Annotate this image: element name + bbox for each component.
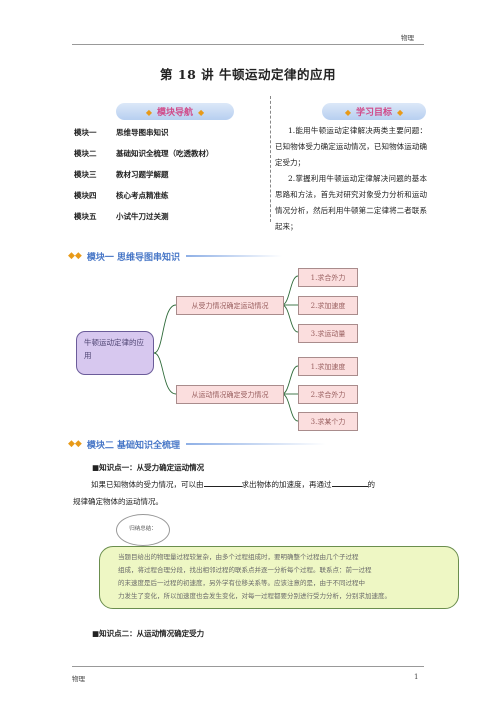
diamond-icon: ◆ <box>198 106 205 117</box>
page-title: 第 18 讲 牛顿运动定律的应用 <box>160 67 336 82</box>
learning-goal: 1.能用牛顿运动定律解决两类主要问题：已知物体受力确定运动情况，已知物体运动确定… <box>275 126 427 167</box>
footer-subject: 物理 <box>72 675 85 683</box>
mindmap-leaf: 2.求合外力 <box>298 385 358 404</box>
header-rule <box>72 44 424 45</box>
diamond-icon: ◆◆ <box>68 251 82 261</box>
section-mindmap-header: ◆◆ 模块一 思维导图串知识 <box>68 249 282 263</box>
learning-goal: 2.掌握利用牛顿运动定律解决问题的基本思路和方法，首先对研究对象受力分析和运动情… <box>275 174 427 231</box>
learning-goals-banner: ◆ 学习目标 ◆ <box>322 103 426 120</box>
page-number: 1 <box>414 673 419 681</box>
section-mindmap-title: 模块一 思维导图串知识 <box>86 252 180 263</box>
module-item: 模块一思维导图串知识 <box>74 128 169 137</box>
module-item: 模块四核心考点精准练 <box>74 191 169 200</box>
module-nav-title: 模块导航 <box>156 108 193 118</box>
header-subject: 物理 <box>401 34 414 42</box>
module-nav-banner: ◆ 模块导航 ◆ <box>116 103 234 120</box>
summary-line: 当题目给出的物理量过程较复杂，由多个过程组成时，要明确整个过程由几个子过程 <box>118 553 359 561</box>
footer-rule <box>72 666 424 667</box>
module-item: 模块五小试牛刀过关测 <box>74 212 169 221</box>
summary-box: 当题目给出的物理量过程较复杂，由多个过程组成时，要明确整个过程由几个子过程 组成… <box>99 546 459 609</box>
diamond-icon: ◆ <box>397 106 404 117</box>
mindmap-branch-motion-to-force: 从运动情况确定受力情况 <box>176 385 284 404</box>
mindmap-branch-force-to-motion: 从受力情况确定运动情况 <box>176 296 284 315</box>
diamond-icon: ◆ <box>145 106 152 117</box>
fill-blank <box>331 479 368 487</box>
summary-line: 的末速度是后一过程的初速度，另外学有位移关系等。应该注意的是，由于不同过程中 <box>118 579 365 587</box>
module-item: 模块三教材习题学解题 <box>74 170 169 179</box>
section-basics-title: 模块二 基础知识全梳理 <box>86 440 180 451</box>
connector-b1-3 <box>281 304 299 333</box>
diamond-icon: ◆◆ <box>68 439 82 449</box>
summary-bubble: 归纳总结： <box>116 514 170 546</box>
column-divider <box>270 96 271 222</box>
section-underline <box>185 255 282 257</box>
fill-blank <box>203 479 242 487</box>
connector-b1-1 <box>281 275 299 306</box>
knowledge-point-1-text-cont: 规律确定物体的运动情况。 <box>73 497 163 506</box>
knowledge-point-2-title: ■知识点二：从运动情况确定受力 <box>92 629 205 638</box>
knowledge-point-1-title: ■知识点一：从受力确定运动情况 <box>92 463 205 472</box>
diamond-icon: ◆ <box>344 106 351 117</box>
mindmap-connectors <box>153 275 299 422</box>
mindmap-leaf: 3.求某个力 <box>298 412 358 431</box>
learning-goals-title: 学习目标 <box>355 108 392 118</box>
mindmap-leaf: 1.求加速度 <box>298 357 358 376</box>
mindmap-leaf: 1.求合外力 <box>298 268 358 287</box>
connector-b2-3 <box>281 393 299 422</box>
mindmap-leaf: 3.求运动量 <box>298 324 358 343</box>
connector-branch2 <box>153 352 177 395</box>
summary-line: 组成，将过程合理分段，找出相邻过程的联系点并逐一分析每个过程。联系点：前一过程 <box>118 566 372 574</box>
section-underline <box>185 443 326 445</box>
module-item: 模块二基础知识全梳理（吃透教材） <box>74 149 214 158</box>
mindmap-root: 牛顿运动定律的应用 <box>76 331 154 375</box>
knowledge-point-1-text: 如果已知物体的受力情况，可以由求出物体的加速度，再通过的 <box>91 479 375 489</box>
section-basics-header: ◆◆ 模块二 基础知识全梳理 <box>68 437 326 451</box>
connector-b2-1 <box>281 365 299 395</box>
mindmap-leaf: 2.求加速度 <box>298 296 358 315</box>
summary-line: 力发生了变化，所以加速度也会发生变化，对每一过程都要分别进行受力分析，分别求加速… <box>118 592 391 600</box>
connector-branch1 <box>153 304 177 354</box>
